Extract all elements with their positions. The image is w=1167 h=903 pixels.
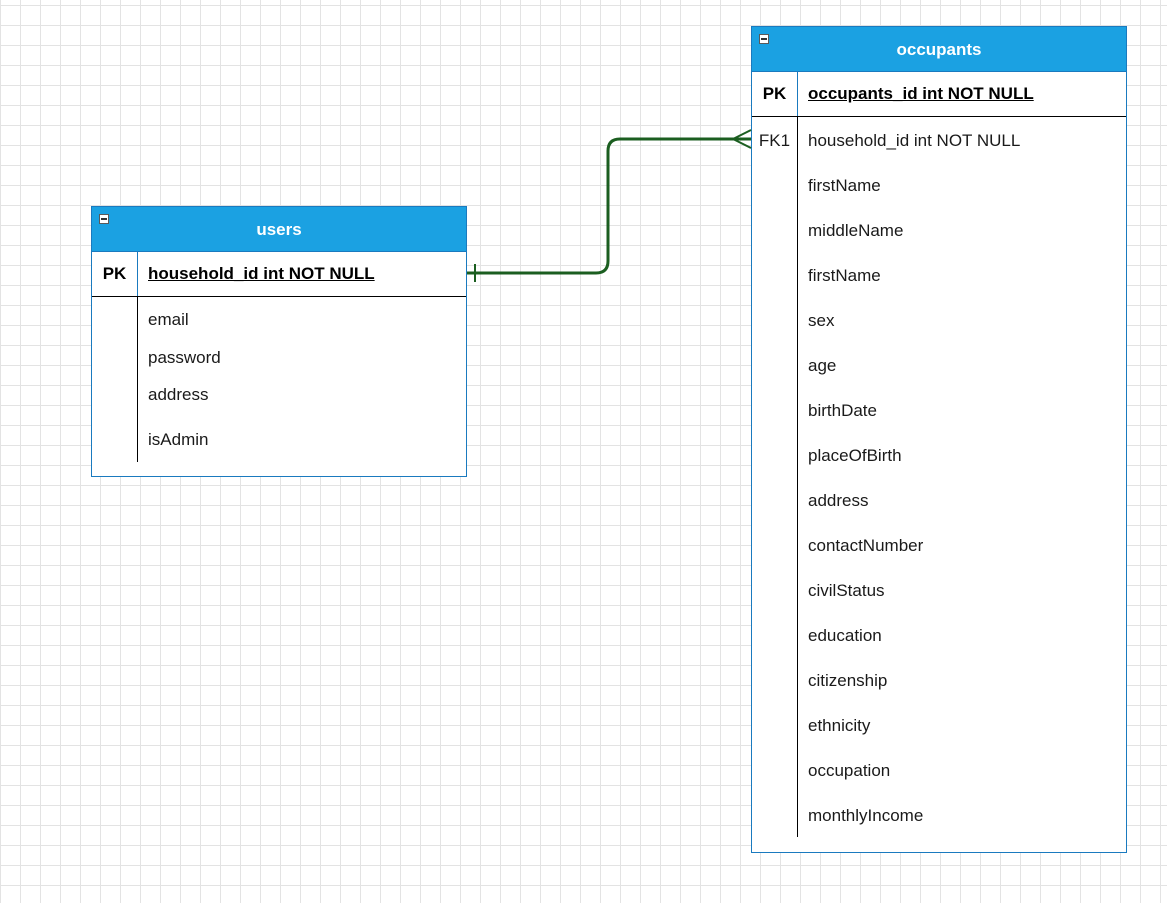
occupants-field-placeofbirth[interactable]: placeOfBirth [808, 446, 902, 465]
occupants-field-firstname[interactable]: firstName [808, 176, 881, 195]
column-divider [797, 117, 798, 837]
users-field-password[interactable]: password [148, 348, 221, 367]
users-table[interactable]: users PK household_id int NOT NULL email… [91, 206, 467, 477]
column-divider [137, 297, 138, 462]
users-field-address[interactable]: address [148, 385, 209, 404]
occupants-field-household-id[interactable]: household_id int NOT NULL [808, 131, 1021, 150]
occupants-pk-field: occupants_id int NOT NULL [808, 84, 1034, 103]
users-pk-field: household_id int NOT NULL [148, 264, 375, 283]
users-pk-row[interactable]: PK household_id int NOT NULL [92, 252, 466, 297]
occupants-field-monthlyincome[interactable]: monthlyIncome [808, 806, 924, 825]
occupants-table-title: occupants [896, 40, 982, 59]
collapse-icon[interactable] [759, 34, 769, 44]
occupants-field-education[interactable]: education [808, 626, 882, 645]
many-cardinality-mark-bottom [732, 138, 752, 149]
many-cardinality-mark-top [732, 129, 752, 140]
occupants-field-ethnicity[interactable]: ethnicity [808, 716, 871, 735]
occupants-field-address[interactable]: address [808, 491, 869, 510]
occupants-pk-row[interactable]: PK occupants_id int NOT NULL [752, 72, 1126, 117]
occupants-field-middlename[interactable]: middleName [808, 221, 904, 240]
users-pk-label: PK [102, 264, 127, 283]
occupants-field-occupation[interactable]: occupation [808, 761, 891, 780]
occupants-table[interactable]: occupants PK occupants_id int NOT NULL F… [751, 26, 1127, 853]
occupants-field-birthdate[interactable]: birthDate [808, 401, 877, 420]
occupants-field-age[interactable]: age [808, 356, 837, 375]
occupants-table-header[interactable]: occupants [752, 27, 1126, 72]
users-table-header[interactable]: users [92, 207, 466, 252]
collapse-icon[interactable] [99, 214, 109, 224]
occupants-field-contactnumber[interactable]: contactNumber [808, 536, 924, 555]
connector-line[interactable] [467, 137, 751, 275]
occupants-field-civilstatus[interactable]: civilStatus [808, 581, 885, 600]
occupants-field-sex[interactable]: sex [808, 311, 835, 330]
occupants-fk-label: FK1 [758, 131, 791, 150]
column-divider [137, 252, 138, 296]
occupants-field-citizenship[interactable]: citizenship [808, 671, 888, 690]
occupants-pk-label: PK [762, 84, 787, 103]
users-field-email[interactable]: email [148, 310, 189, 329]
users-field-isadmin[interactable]: isAdmin [148, 430, 209, 449]
users-table-title: users [256, 220, 302, 239]
column-divider [797, 72, 798, 116]
occupants-field-firstname-2[interactable]: firstName [808, 266, 881, 285]
